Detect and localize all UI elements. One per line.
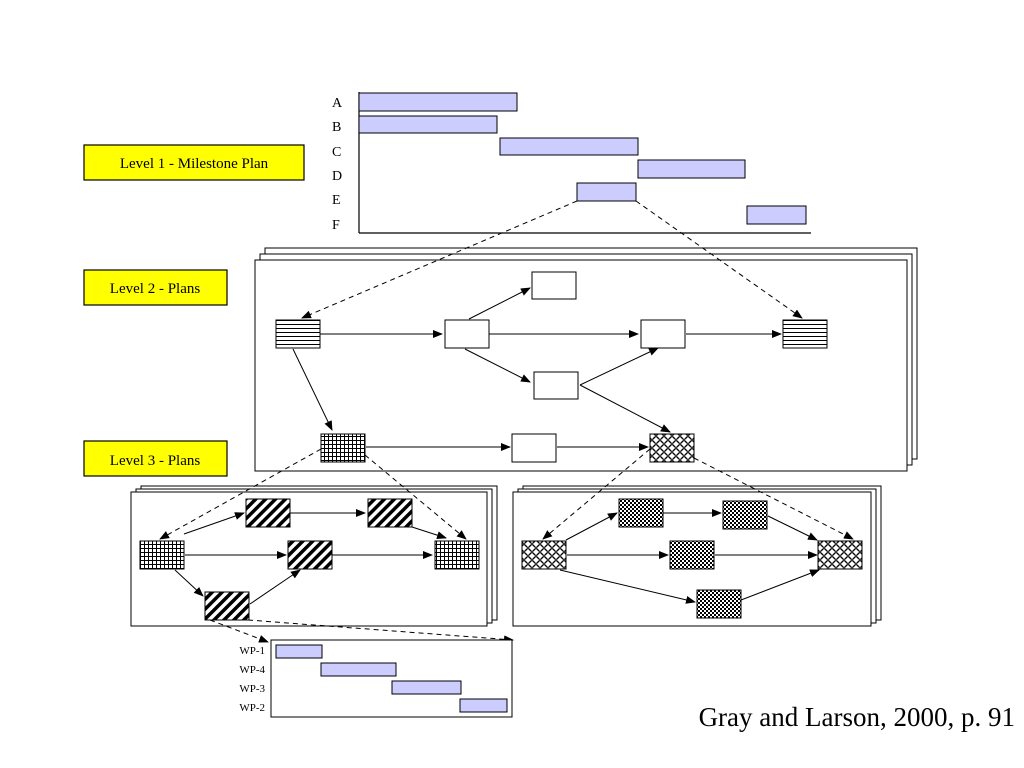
plan-node xyxy=(669,540,715,570)
milestone-row-label: A xyxy=(332,96,343,111)
plan-node xyxy=(649,433,695,463)
level-2-label: Level 2 - Plans xyxy=(83,269,228,306)
work-package-bar xyxy=(391,680,462,695)
plan-node xyxy=(618,498,664,528)
level-3-plan-panel-left xyxy=(130,485,498,627)
level-3-plan-panel-right xyxy=(512,485,882,627)
milestone-row-label: E xyxy=(332,193,341,208)
work-package-bar xyxy=(320,662,397,677)
plan-node xyxy=(320,433,366,463)
plan-node xyxy=(275,319,321,349)
milestone-bar xyxy=(637,159,746,179)
work-package-chart: WP-1 WP-4 WP-3 WP-2 xyxy=(239,639,513,718)
work-package-bar xyxy=(275,644,323,659)
work-package-row-label: WP-4 xyxy=(239,664,265,676)
plan-node xyxy=(640,319,686,349)
milestone-bar xyxy=(499,137,639,156)
level-3-label: Level 3 - Plans xyxy=(83,440,228,477)
plan-node xyxy=(531,271,577,300)
milestone-row-label: F xyxy=(332,218,340,233)
level-2-plan-panel xyxy=(254,247,918,472)
plan-node xyxy=(817,540,863,570)
plan-node xyxy=(444,319,490,349)
svg-text:Level 3 - Plans: Level 3 - Plans xyxy=(110,453,201,469)
svg-text:Level 1 - Milestone Plan: Level 1 - Milestone Plan xyxy=(120,156,269,172)
plan-node xyxy=(245,498,291,528)
plan-node xyxy=(521,540,567,570)
svg-text:Level 2 - Plans: Level 2 - Plans xyxy=(110,281,201,297)
plan-node xyxy=(533,371,579,400)
plan-node xyxy=(782,319,828,349)
milestone-bar xyxy=(358,115,498,134)
citation: Gray and Larson, 2000, p. 91 xyxy=(699,702,1015,732)
milestone-bar xyxy=(358,92,518,112)
plan-node xyxy=(434,540,480,570)
plan-node xyxy=(204,591,250,621)
plan-node xyxy=(511,433,557,463)
plan-node xyxy=(722,500,768,530)
milestone-row-label: C xyxy=(332,145,341,160)
level-1-label: Level 1 - Milestone Plan xyxy=(83,144,305,181)
plan-node xyxy=(367,498,413,528)
work-package-row-label: WP-3 xyxy=(239,683,265,695)
milestone-chart: A B C D E F xyxy=(332,92,811,234)
milestone-row-label: D xyxy=(332,169,342,184)
plan-node xyxy=(696,589,742,619)
work-package-row-label: WP-1 xyxy=(239,645,265,657)
milestone-row-label: B xyxy=(332,120,341,135)
plan-node xyxy=(287,540,333,570)
plan-node xyxy=(139,540,185,570)
milestone-bar xyxy=(576,182,637,202)
milestone-bar xyxy=(746,205,807,225)
work-package-row-label: WP-2 xyxy=(239,702,265,714)
work-package-bar xyxy=(459,698,508,713)
